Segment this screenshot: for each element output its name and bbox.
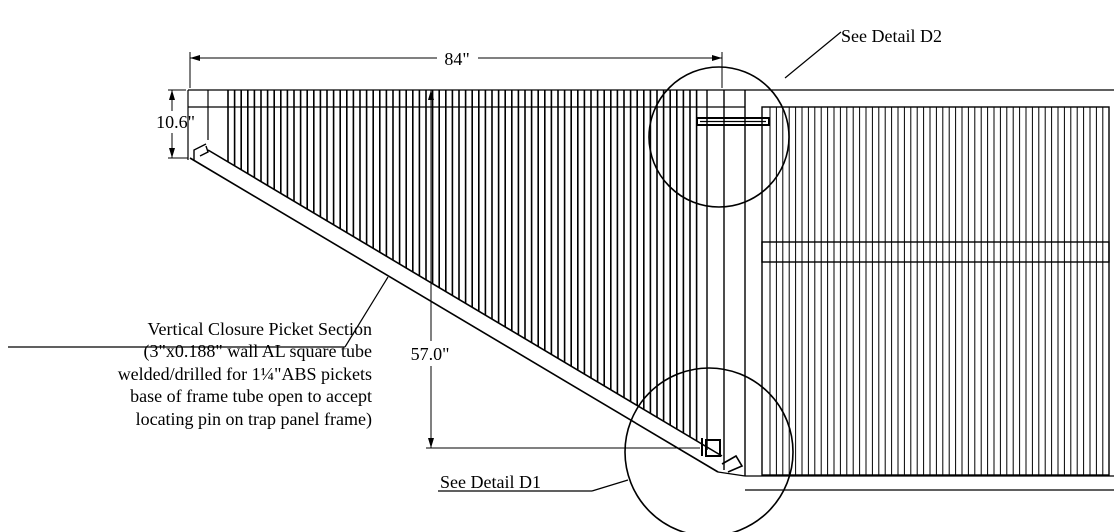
callout-leader — [8, 276, 389, 348]
closure-pickets — [227, 90, 698, 441]
top-height-dimension-label: 10.6" — [156, 112, 195, 132]
callout-line: locating pin on trap panel frame) — [135, 408, 372, 429]
picket-section-callout: Vertical Closure Picket Section (3"x0.18… — [0, 318, 372, 430]
hinge-bar — [696, 117, 770, 126]
diagonal-frame-outer — [189, 157, 719, 473]
detail-d1-circle — [624, 367, 794, 532]
detail-d1-leader: See Detail D1 — [438, 472, 629, 492]
trap-panel-pickets — [769, 107, 1104, 476]
detail-d1-label: See Detail D1 — [440, 472, 541, 492]
width-dimension: 84" — [189, 49, 723, 88]
total-height-dimension: 57.0" — [411, 90, 700, 449]
tube-symbol-bottom — [701, 438, 744, 473]
detail-d2-circle — [648, 66, 790, 208]
width-dimension-label: 84" — [444, 49, 469, 69]
callout-title: Vertical Closure Picket Section — [147, 319, 372, 339]
detail-d2-label: See Detail D2 — [841, 26, 942, 46]
callout-line: welded/drilled for 1¼"ABS pickets — [117, 363, 372, 384]
detail-d2-leader: See Detail D2 — [784, 26, 942, 79]
panel-edge-lines — [745, 89, 1114, 491]
callout-line: base of frame tube open to accept — [130, 386, 372, 407]
trap-panel — [761, 106, 1110, 476]
total-height-dimension-label: 57.0" — [411, 344, 450, 364]
top-height-dimension: 10.6" — [156, 89, 195, 159]
tube-symbol-top — [193, 143, 209, 160]
callout-line: (3"x0.188" wall AL square tube — [143, 341, 372, 362]
